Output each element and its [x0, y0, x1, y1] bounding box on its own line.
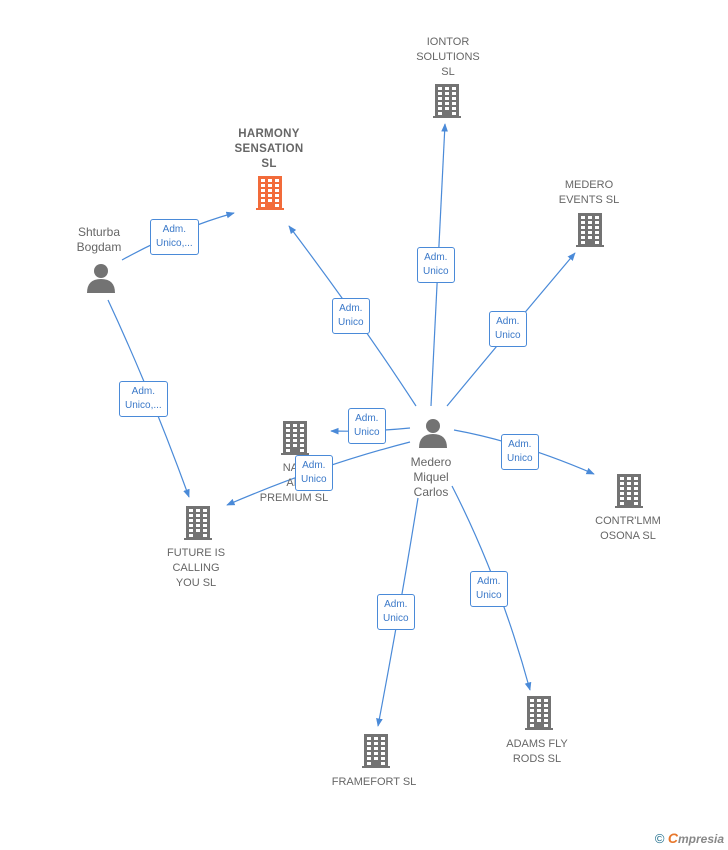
building-icon — [362, 734, 390, 768]
edge-label-medero-iontor: Adm. Unico — [417, 247, 455, 283]
building-icon — [281, 421, 309, 455]
person-icon — [87, 264, 115, 293]
building-icon — [615, 474, 643, 508]
edge-label-shturba-future: Adm. Unico,... — [119, 381, 168, 417]
edge-label-medero-nas: Adm. Unico — [348, 408, 386, 444]
building-icon — [184, 506, 212, 540]
building-icon — [256, 176, 284, 210]
edge-label-medero-harmony: Adm. Unico — [332, 298, 370, 334]
edge-label-medero-framefort: Adm. Unico — [377, 594, 415, 630]
node-shturba-label[interactable]: Shturba Bogdam — [76, 225, 122, 254]
node-iontor-label[interactable]: IONTOR SOLUTIONS SL — [416, 36, 480, 78]
building-icon — [525, 696, 553, 730]
building-icon — [576, 213, 604, 247]
edge-label-medero-events: Adm. Unico — [489, 311, 527, 347]
node-framefort-label[interactable]: FRAMEFORT SL — [331, 776, 417, 788]
node-future-label[interactable]: FUTURE IS CALLING YOU SL — [166, 547, 226, 589]
building-icon — [433, 84, 461, 118]
person-icon — [419, 419, 447, 448]
copyright-symbol: © — [654, 831, 665, 846]
footer-brand[interactable]: © Cmpresia — [655, 830, 724, 846]
node-medero-events-label[interactable]: MEDERO EVENTS SL — [558, 179, 620, 206]
node-medero-miquel-label[interactable]: Medero Miquel Carlos — [410, 455, 452, 499]
node-adams-label[interactable]: ADAMS FLY RODS SL — [506, 738, 568, 765]
edge-label-medero-contrlmm: Adm. Unico — [501, 434, 539, 470]
edge-label-medero-future: Adm. Unico — [295, 455, 333, 491]
node-harmony-label[interactable]: HARMONY SENSATION SL — [234, 128, 304, 170]
node-contrlmm-label[interactable]: CONTR'LMM OSONA SL — [595, 515, 661, 542]
brand-logo-text: mpresia — [677, 832, 724, 846]
brand-logo-initial: C — [667, 830, 678, 846]
edge-label-medero-adams: Adm. Unico — [470, 571, 508, 607]
edge-label-shturba-harmony: Adm. Unico,... — [150, 219, 199, 255]
